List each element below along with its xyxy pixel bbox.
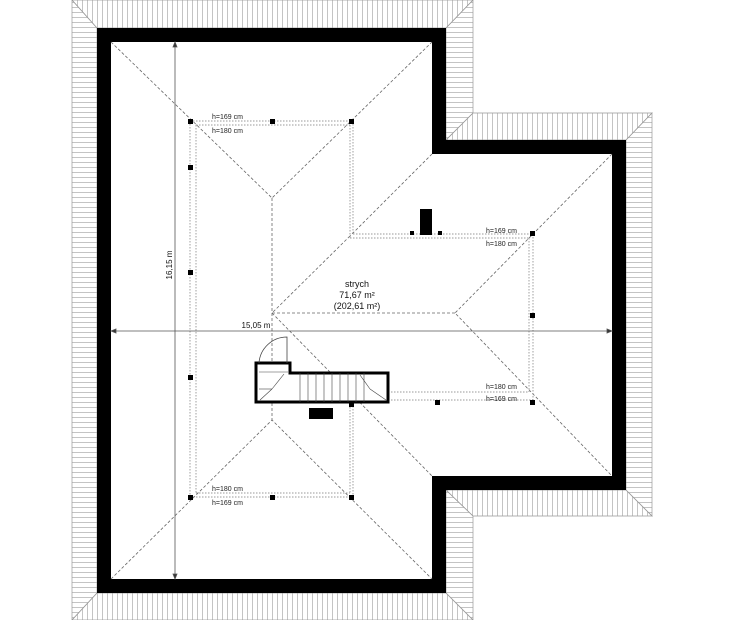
room-name: strych [345,279,369,289]
height-label: h=169 cm [486,396,517,403]
height-label: h=180 cm [486,384,517,391]
chimney [420,209,432,235]
dimension-width: 15,05 m [242,321,271,330]
posts [188,119,535,500]
height-label: h=169 cm [486,228,517,235]
knee-walls [189,120,534,498]
room-area: 71,67 m² [339,290,375,300]
height-label: h=180 cm [212,486,243,493]
dimension-height: 16,15 m [165,250,174,279]
height-label: h=169 cm [212,114,243,121]
room-area-total: (202,61 m²) [334,301,381,311]
height-label: h=180 cm [486,241,517,248]
height-label: h=180 cm [212,128,243,135]
staircase[interactable] [254,336,390,404]
vent [309,408,333,419]
height-label: h=169 cm [212,500,243,507]
dimension-lines [109,40,614,581]
